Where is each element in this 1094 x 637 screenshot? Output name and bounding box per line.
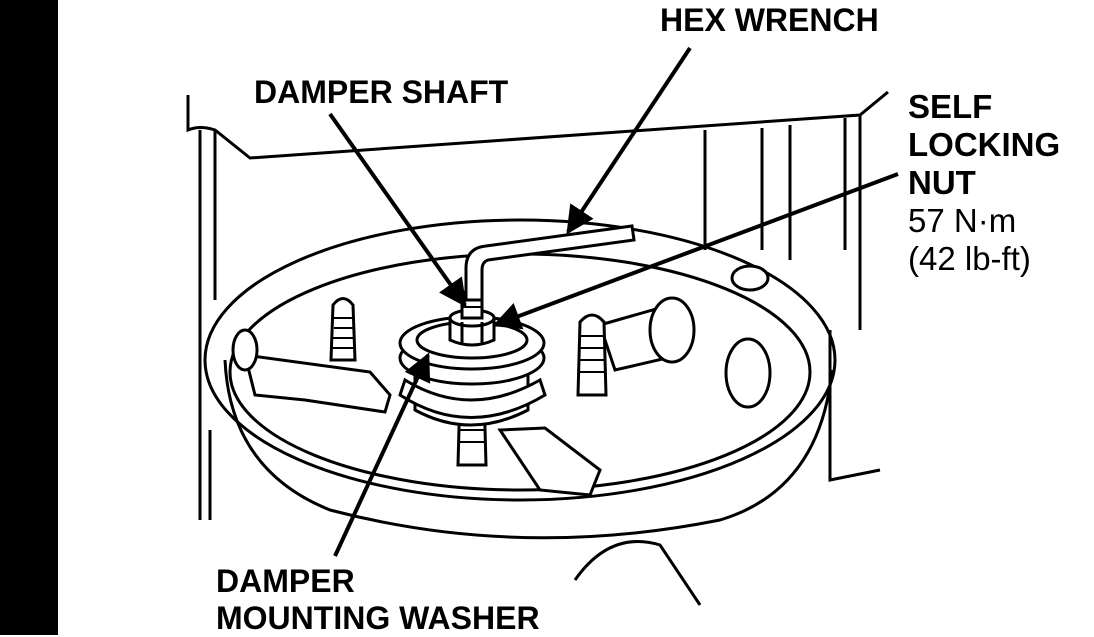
damper-mounting-washer-label: DAMPER MOUNTING WASHER <box>216 563 540 637</box>
leader-hex-wrench <box>566 46 692 235</box>
leader-lines <box>328 46 899 557</box>
hex-wrench-shape <box>464 224 636 302</box>
leader-damper-washer <box>333 352 431 557</box>
strut-opening-ring <box>203 218 837 540</box>
nut-label-line3: NUT <box>908 163 976 201</box>
left-black-bar <box>0 0 58 635</box>
leader-self-locking-nut <box>492 172 899 330</box>
washer-label-line2: MOUNTING WASHER <box>216 599 540 636</box>
nut-label-line2: LOCKING <box>908 125 1061 163</box>
strut-tower-body <box>186 90 889 520</box>
lower-bracket-curve <box>573 540 702 606</box>
damper-shaft-label: DAMPER SHAFT <box>254 74 509 110</box>
self-locking-nut-label: SELF LOCKING NUT 57 N·m (42 lb-ft) <box>908 88 1060 278</box>
nut-label-line1: SELF <box>908 88 993 125</box>
torque-metric: 57 N·m <box>908 201 1017 239</box>
leader-damper-shaft <box>328 112 467 308</box>
damper-body <box>398 375 547 427</box>
mount-arms <box>231 264 772 497</box>
washer-label-line1: DAMPER <box>216 563 355 599</box>
torque-imperial: (42 lb-ft) <box>908 239 1031 277</box>
hex-wrench-label: HEX WRENCH <box>660 2 879 38</box>
